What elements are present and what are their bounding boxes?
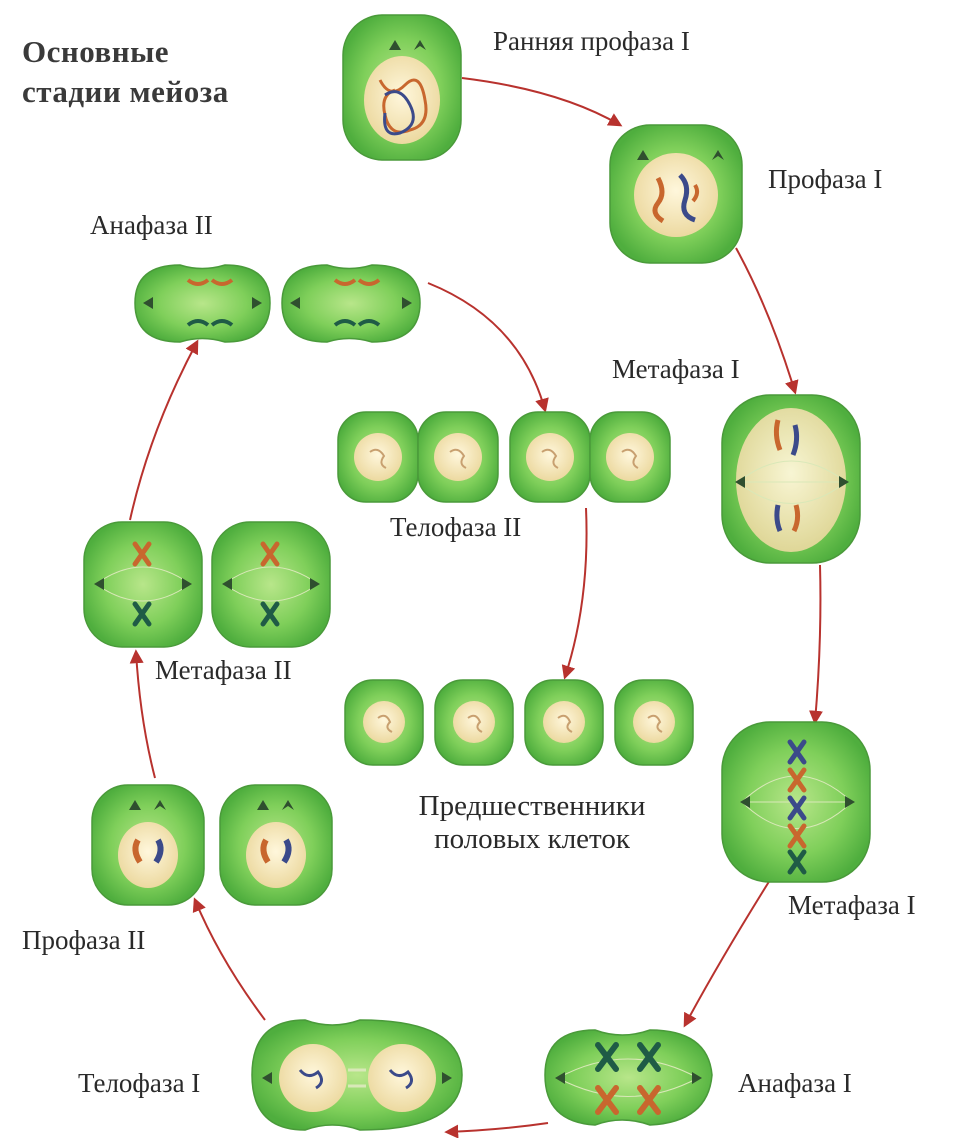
cell-anaphase-1 — [545, 1030, 712, 1125]
label-precursors-line-2: половых клеток — [392, 823, 672, 856]
arrow-metaphase1-to-metaphase1b — [815, 565, 820, 722]
arrow-anaphase2-to-telophase2 — [428, 283, 545, 410]
title-line-1: Основные — [22, 32, 229, 72]
cell-prophase-2-right — [220, 785, 332, 905]
cell-metaphase-1 — [722, 395, 860, 563]
label-early-prophase-1: Ранняя профаза I — [493, 26, 690, 57]
arrow-metaphase2-to-anaphase2 — [130, 342, 197, 520]
label-telophase-1: Телофаза I — [78, 1068, 200, 1099]
label-anaphase-1: Анафаза I — [738, 1068, 852, 1099]
cells-telophase-2 — [338, 412, 670, 502]
cell-prophase-1 — [610, 125, 742, 263]
cell-metaphase-1b — [722, 722, 870, 882]
label-precursors: Предшественники половых клеток — [392, 790, 672, 856]
cell-prophase-2-left — [92, 785, 204, 905]
label-metaphase-2: Метафаза II — [155, 655, 292, 686]
label-telophase-2: Телофаза II — [390, 512, 521, 543]
arrow-early-prophase-to-prophase — [462, 78, 620, 125]
arrow-telophase1-to-prophase2 — [195, 900, 265, 1020]
arrow-anaphase1-to-telophase1 — [447, 1123, 548, 1132]
arrow-telophase2-to-precursors — [565, 508, 587, 677]
cell-metaphase-2-right — [212, 522, 330, 647]
cell-metaphase-2-left — [84, 522, 202, 647]
cell-anaphase-2-right — [282, 265, 420, 342]
arrow-prophase-to-metaphase1 — [736, 248, 795, 392]
cells-precursors — [345, 680, 693, 765]
cell-anaphase-2-left — [135, 265, 270, 342]
label-metaphase-1-bottom: Метафаза I — [788, 890, 916, 921]
label-prophase-1: Профаза I — [768, 164, 882, 195]
label-prophase-2: Профаза II — [22, 925, 145, 956]
cell-telophase-1 — [252, 1020, 462, 1130]
title-line-2: стадии мейоза — [22, 72, 229, 112]
diagram-title: Основные стадии мейоза — [22, 32, 229, 112]
label-precursors-line-1: Предшественники — [392, 790, 672, 823]
label-metaphase-1-top: Метафаза I — [612, 354, 740, 385]
arrow-prophase2-to-metaphase2 — [136, 652, 155, 778]
arrow-metaphase1b-to-anaphase1 — [685, 880, 770, 1025]
label-anaphase-2: Анафаза II — [90, 210, 213, 241]
cell-early-prophase-1 — [343, 15, 461, 160]
